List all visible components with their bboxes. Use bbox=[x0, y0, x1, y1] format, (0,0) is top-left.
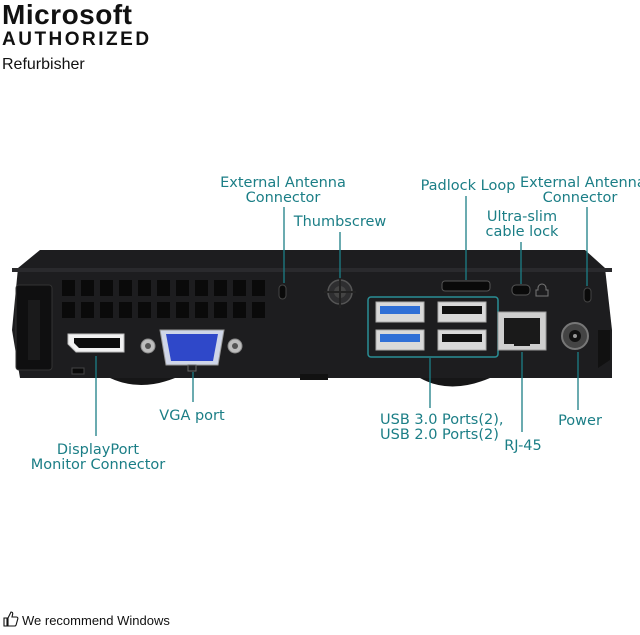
label-rj45: RJ-45 bbox=[504, 438, 542, 454]
vent-slot bbox=[157, 280, 170, 296]
lock-icon bbox=[535, 283, 549, 297]
vent-slot bbox=[233, 280, 246, 296]
vent-slot bbox=[100, 302, 113, 318]
vent-slot bbox=[214, 302, 227, 318]
antenna-hole-left bbox=[278, 284, 287, 300]
label-padlock-loop: Padlock Loop bbox=[420, 178, 516, 194]
vent-slot bbox=[195, 280, 208, 296]
vent-slot bbox=[195, 302, 208, 318]
vent-slot bbox=[100, 280, 113, 296]
vent-slot bbox=[62, 280, 75, 296]
vent-slot bbox=[81, 302, 94, 318]
label-power: Power bbox=[558, 413, 602, 429]
brand-authorized: AUTHORIZED bbox=[2, 29, 152, 50]
vent-slot bbox=[176, 280, 189, 296]
vent-slot bbox=[119, 302, 132, 318]
label-ultra-slim-lock: Ultra-slim cable lock bbox=[485, 209, 559, 240]
pc-rear-panel-illustration bbox=[12, 196, 612, 436]
chassis-foot-left bbox=[110, 378, 175, 385]
ultra-slim-lock-slot bbox=[511, 284, 531, 296]
thumbs-up-icon bbox=[3, 611, 19, 627]
chassis-bottom-notch bbox=[300, 374, 328, 380]
vga-glyph bbox=[187, 364, 197, 372]
brand-microsoft: Microsoft bbox=[2, 0, 133, 30]
antenna-hole-right bbox=[583, 287, 592, 303]
microsoft-authorized-refurbisher-logo: Microsoft AUTHORIZED Refurbisher bbox=[2, 0, 152, 74]
chassis-foot-right bbox=[420, 378, 490, 387]
label-usb-ports: USB 3.0 Ports(2), USB 2.0 Ports(2) bbox=[380, 412, 504, 443]
label-vga-port: VGA port bbox=[159, 408, 225, 424]
ventilation-grid bbox=[62, 280, 265, 318]
vent-slot bbox=[157, 302, 170, 318]
vent-slot bbox=[62, 302, 75, 318]
vent-slot bbox=[138, 280, 151, 296]
brand-refurbisher: Refurbisher bbox=[2, 56, 85, 73]
vent-slot bbox=[119, 280, 132, 296]
footer-text: We recommend Windows bbox=[22, 613, 170, 628]
label-ext-antenna-left: External Antenna Connector bbox=[220, 175, 346, 206]
label-displayport: DisplayPort Monitor Connector bbox=[30, 442, 166, 473]
vent-slot bbox=[252, 302, 265, 318]
vent-slot bbox=[214, 280, 227, 296]
right-side-tab bbox=[598, 330, 610, 368]
label-ext-antenna-right: External Antenna Connector bbox=[520, 175, 640, 206]
vent-slot bbox=[252, 280, 265, 296]
vent-slot bbox=[138, 302, 151, 318]
audio-slot-left bbox=[71, 367, 85, 375]
footer-bar: We recommend Windows bbox=[0, 605, 640, 635]
vent-slot bbox=[233, 302, 246, 318]
label-thumbscrew: Thumbscrew bbox=[293, 214, 387, 230]
callout-lines bbox=[95, 196, 588, 436]
vent-slot bbox=[176, 302, 189, 318]
left-side-slot bbox=[28, 300, 40, 360]
padlock-loop bbox=[441, 280, 491, 292]
vent-slot bbox=[81, 280, 94, 296]
chassis-top-edge bbox=[12, 268, 612, 272]
